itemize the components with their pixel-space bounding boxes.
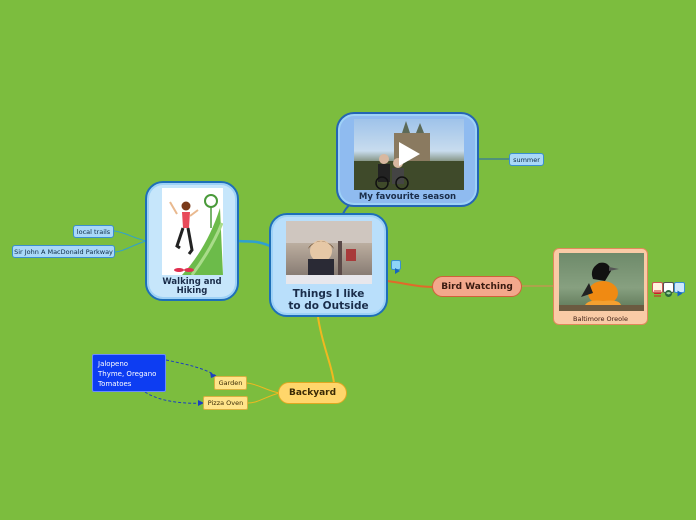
link-icon[interactable]	[663, 282, 674, 297]
relation-pizza	[144, 391, 204, 404]
backyard-child-pizza-oven[interactable]: Pizza Oven	[203, 396, 248, 410]
season-video-thumbnail[interactable]	[354, 119, 464, 190]
topic-my-favourite-season[interactable]: My favourite season	[336, 112, 479, 207]
hiking-child-local-trails[interactable]: local trails	[73, 225, 114, 238]
oriole-photo	[559, 253, 644, 311]
season-label: My favourite season	[358, 192, 457, 202]
bird-card[interactable]: Baltimore Oreole	[553, 248, 648, 325]
season-child-summer[interactable]: summer	[509, 153, 544, 166]
play-icon[interactable]	[397, 141, 421, 167]
link-parkway	[114, 240, 147, 253]
backyard-note[interactable]: Jalopeno Thyme, Oregano Tomatoes	[92, 354, 166, 392]
hiking-child-parkway[interactable]: Sir John A MacDonald Parkway	[12, 245, 115, 258]
note-line: Thyme, Oregano	[98, 370, 157, 378]
expand-arrow-icon[interactable]	[391, 260, 401, 274]
link-hiking	[237, 239, 271, 248]
link-birds	[386, 280, 434, 288]
topic-backyard[interactable]: Backyard	[278, 382, 347, 404]
topic-bird-watching[interactable]: Bird Watching	[432, 276, 522, 297]
bird-card-caption: Baltimore Oreole	[573, 315, 628, 323]
link-garden	[246, 382, 280, 394]
backyard-child-garden[interactable]: Garden	[214, 376, 247, 390]
hiking-illustration	[162, 188, 223, 275]
central-title: Things I like to do Outside	[288, 288, 369, 312]
note-line: Jalopeno	[98, 360, 129, 368]
hiking-label: Walking and Hiking	[162, 277, 222, 297]
central-topic[interactable]: Things I like to do Outside	[269, 213, 388, 317]
relation-garden	[165, 359, 217, 377]
link-local-trails	[113, 230, 147, 242]
link-backyard	[317, 316, 335, 384]
central-photo	[286, 221, 372, 284]
link-pizza	[247, 392, 280, 404]
note-line: Tomatoes	[98, 380, 132, 388]
notes-icon[interactable]	[652, 282, 663, 297]
expand-arrow-icon[interactable]	[674, 282, 685, 297]
topic-walking-and-hiking[interactable]: Walking and Hiking	[145, 181, 239, 301]
